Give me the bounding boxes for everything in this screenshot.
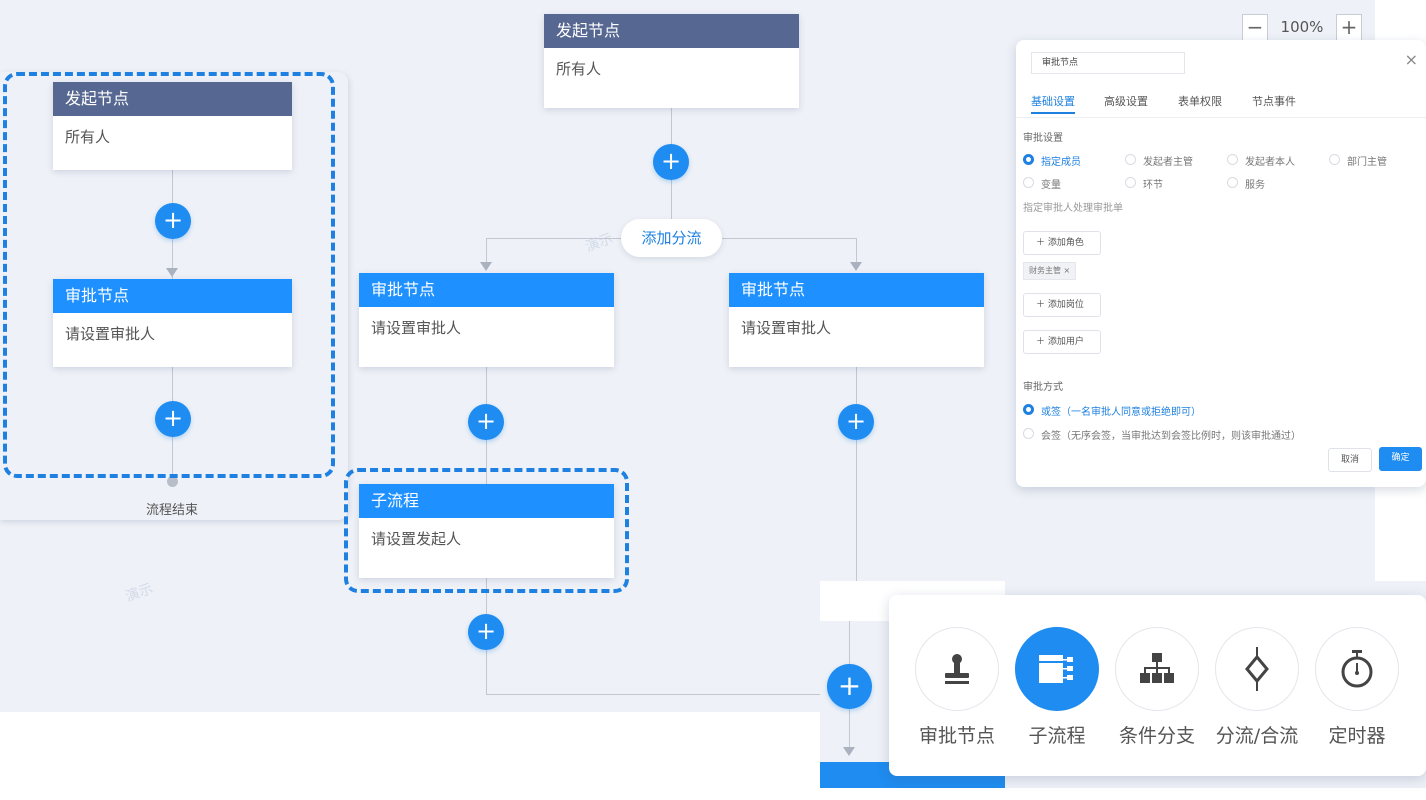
subflow-icon [1015,627,1099,711]
close-icon[interactable]: × [1404,50,1418,69]
node-title: 审批节点 [359,273,614,307]
add-node-button[interactable]: + [155,203,191,239]
connector-line [486,238,487,262]
node-body: 所有人 [65,128,111,146]
connector-line [856,367,857,581]
role-tag[interactable]: 财务主管 × [1023,262,1077,280]
tool-approval-node[interactable]: 审批节点 [915,627,999,748]
cancel-button[interactable]: 取消 [1328,448,1372,472]
branch-right-approve-node[interactable]: 审批节点 请设置审批人 [729,273,984,367]
branch-left-approve-node[interactable]: 审批节点 请设置审批人 [359,273,614,367]
add-node-button[interactable]: + [827,664,872,709]
plus-icon: ＋ [1036,238,1048,248]
main-start-node[interactable]: 发起节点 所有人 [544,14,799,108]
node-settings-panel: 审批节点 × 基础设置 高级设置 表单权限 节点事件 审批设置 指定成员 发起者… [1016,40,1426,487]
add-position-button[interactable]: ＋ 添加岗位 [1023,293,1101,317]
assign-hint: 指定审批人处理审批单 [1023,203,1123,214]
zoom-out-button[interactable]: − [1242,14,1268,42]
tool-label: 审批节点 [918,725,995,747]
flow-end-label: 流程结束 [145,503,198,518]
tab-form-permissions[interactable]: 表单权限 [1178,95,1222,108]
arrow-down-icon [480,262,492,271]
radio-stage[interactable]: 环节 [1125,176,1163,191]
left-start-node[interactable]: 发起节点 所有人 [53,82,292,170]
add-node-button[interactable]: + [653,144,689,180]
arrow-down-icon [843,747,855,756]
node-title: 审批节点 [729,273,984,307]
add-branch-button[interactable]: 添加分流 [621,219,722,257]
section-label: 审批设置 [1023,133,1063,144]
confirm-button[interactable]: 确定 [1379,447,1422,471]
button-label: 添加角色 [1047,238,1084,248]
stopwatch-icon [1315,627,1399,711]
radio-variable[interactable]: 变量 [1023,176,1061,191]
tool-condition-branch[interactable]: 条件分支 [1115,627,1199,748]
tool-timer[interactable]: 定时器 [1315,627,1399,748]
node-title: 子流程 [359,484,614,518]
tool-label: 定时器 [1328,725,1386,747]
radio-department-head[interactable]: 部门主管 [1329,153,1387,168]
node-body: 请设置审批人 [741,319,832,337]
org-tree-icon [1115,627,1199,711]
radio-initiator-self[interactable]: 发起者本人 [1227,153,1295,168]
add-node-button[interactable]: + [468,404,504,440]
tool-label: 子流程 [1028,725,1086,747]
highlight-box [3,72,335,478]
button-label: 添加岗位 [1047,300,1084,310]
add-user-button[interactable]: ＋ 添加用户 [1023,330,1101,354]
zoom-in-button[interactable]: + [1336,14,1362,42]
radio-service[interactable]: 服务 [1227,176,1265,191]
add-role-button[interactable]: ＋ 添加角色 [1023,231,1101,255]
tool-label: 条件分支 [1118,725,1195,747]
radio-or-sign[interactable]: 或签（一名审批人同意或拒绝即可） [1023,403,1201,418]
tool-subflow[interactable]: 子流程 [1015,627,1099,748]
tab-basic[interactable]: 基础设置 [1031,95,1075,108]
tab-node-events[interactable]: 节点事件 [1252,95,1296,108]
radio-countersign[interactable]: 会签（无序会签，当审批达到会签比例时，则该审批通过） [1023,427,1301,442]
node-body: 请设置审批人 [65,325,156,343]
add-node-button[interactable]: + [155,401,191,437]
zoom-level: 100% [1280,18,1324,36]
tool-label: 分流/合流 [1215,725,1299,747]
radio-initiator-supervisor[interactable]: 发起者主管 [1125,153,1193,168]
plus-icon: ＋ [1036,337,1048,347]
highlight-box [344,468,629,593]
left-approve-node[interactable]: 审批节点 请设置审批人 [53,279,292,367]
tool-split-merge[interactable]: 分流/合流 [1215,627,1299,748]
diamond-split-icon [1215,627,1299,711]
merge-line [486,694,820,695]
node-title: 审批节点 [53,279,292,313]
node-title: 发起节点 [544,14,799,48]
node-body: 请设置发起人 [371,530,462,548]
zoom-control: − 100% + [1242,14,1362,42]
node-title: 发起节点 [53,82,292,116]
node-body: 所有人 [556,60,602,78]
add-node-button[interactable]: + [468,614,504,650]
radio-designated-member[interactable]: 指定成员 [1023,153,1081,168]
tab-advanced[interactable]: 高级设置 [1104,95,1148,108]
divider [1016,117,1426,118]
active-tab-indicator [1031,112,1075,114]
add-node-button[interactable]: + [838,404,874,440]
node-type-toolbox: 审批节点 子流程 条件分支 分流/合流 定时器 [889,595,1426,776]
arrow-down-icon [166,268,178,277]
plus-icon: ＋ [1036,300,1048,310]
arrow-down-icon [850,262,862,271]
end-dot [167,476,178,487]
stamp-icon [915,627,999,711]
button-label: 添加用户 [1047,337,1084,347]
subflow-node[interactable]: 子流程 请设置发起人 [359,484,614,578]
connector-line [856,238,857,262]
node-body: 请设置审批人 [371,319,462,337]
section-label: 审批方式 [1023,382,1063,393]
node-name-input[interactable]: 审批节点 [1031,52,1185,74]
